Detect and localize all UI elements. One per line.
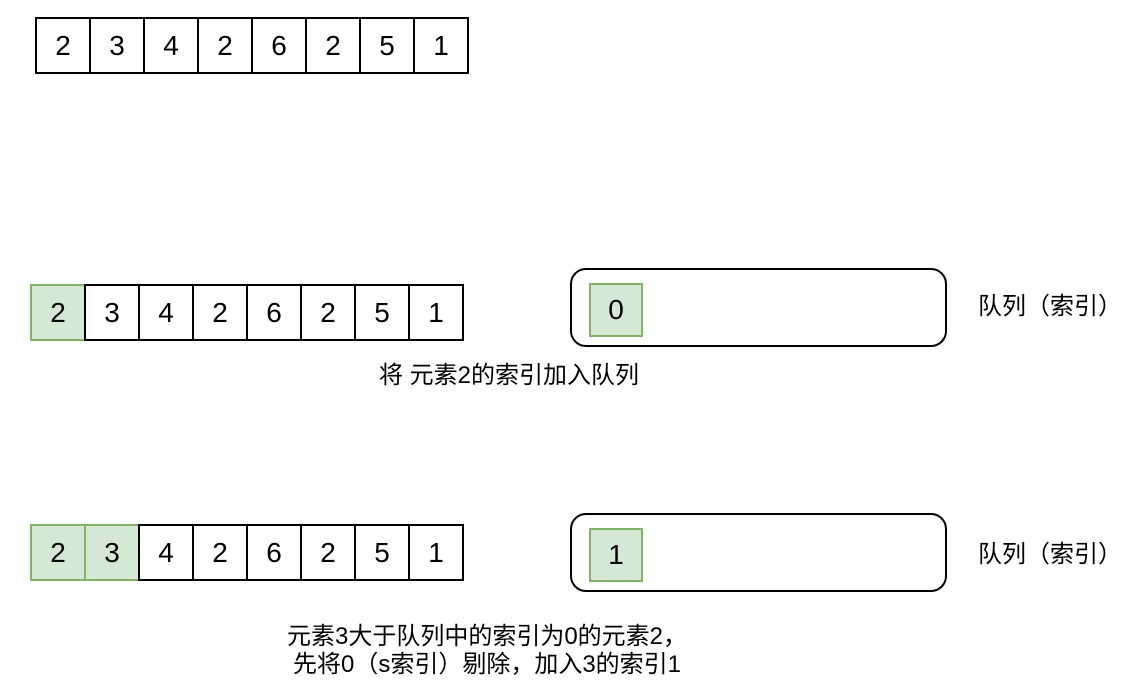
- array-cell: 2: [197, 17, 253, 74]
- queue-label-step1: 队列（索引）: [978, 293, 1122, 320]
- queue-item: 1: [589, 528, 643, 582]
- array-cell-highlighted: 2: [30, 524, 86, 581]
- array-cell-highlighted: 3: [84, 524, 140, 581]
- array-cell: 6: [251, 17, 307, 74]
- caption-step2: 元素3大于队列中的索引为0的元素2， 先将0（s索引）剔除，加入3的索引1: [187, 623, 787, 679]
- array-cell: 6: [246, 524, 302, 581]
- array-cell: 4: [138, 524, 194, 581]
- array-cell: 5: [354, 524, 410, 581]
- array-cell: 1: [408, 524, 464, 581]
- array-cell: 2: [300, 284, 356, 341]
- array-cell: 3: [89, 17, 145, 74]
- queue-box-step2: 1: [570, 513, 947, 592]
- queue-item: 0: [589, 283, 643, 337]
- queue-label-step2: 队列（索引）: [978, 541, 1122, 568]
- array-cell: 2: [192, 524, 248, 581]
- array-cell: 4: [138, 284, 194, 341]
- array-step2: 2 3 4 2 6 2 5 1: [30, 524, 464, 581]
- array-cell: 4: [143, 17, 199, 74]
- array-cell: 5: [359, 17, 415, 74]
- array-cell: 6: [246, 284, 302, 341]
- array-cell: 5: [354, 284, 410, 341]
- array-cell: 1: [408, 284, 464, 341]
- array-cell: 2: [305, 17, 361, 74]
- caption-step2-line2: 先将0（s索引）剔除，加入3的索引1: [292, 651, 682, 678]
- array-cell: 2: [35, 17, 91, 74]
- array-cell: 2: [300, 524, 356, 581]
- queue-box-step1: 0: [570, 268, 947, 347]
- caption-step2-line1: 元素3大于队列中的索引为0的元素2，: [286, 623, 688, 650]
- array-cell-highlighted: 2: [30, 284, 86, 341]
- array-step1: 2 3 4 2 6 2 5 1: [30, 284, 464, 341]
- caption-step1: 将 元素2的索引加入队列: [378, 362, 639, 389]
- array-cell: 3: [84, 284, 140, 341]
- array-initial: 2 3 4 2 6 2 5 1: [35, 17, 469, 74]
- array-cell: 1: [413, 17, 469, 74]
- array-cell: 2: [192, 284, 248, 341]
